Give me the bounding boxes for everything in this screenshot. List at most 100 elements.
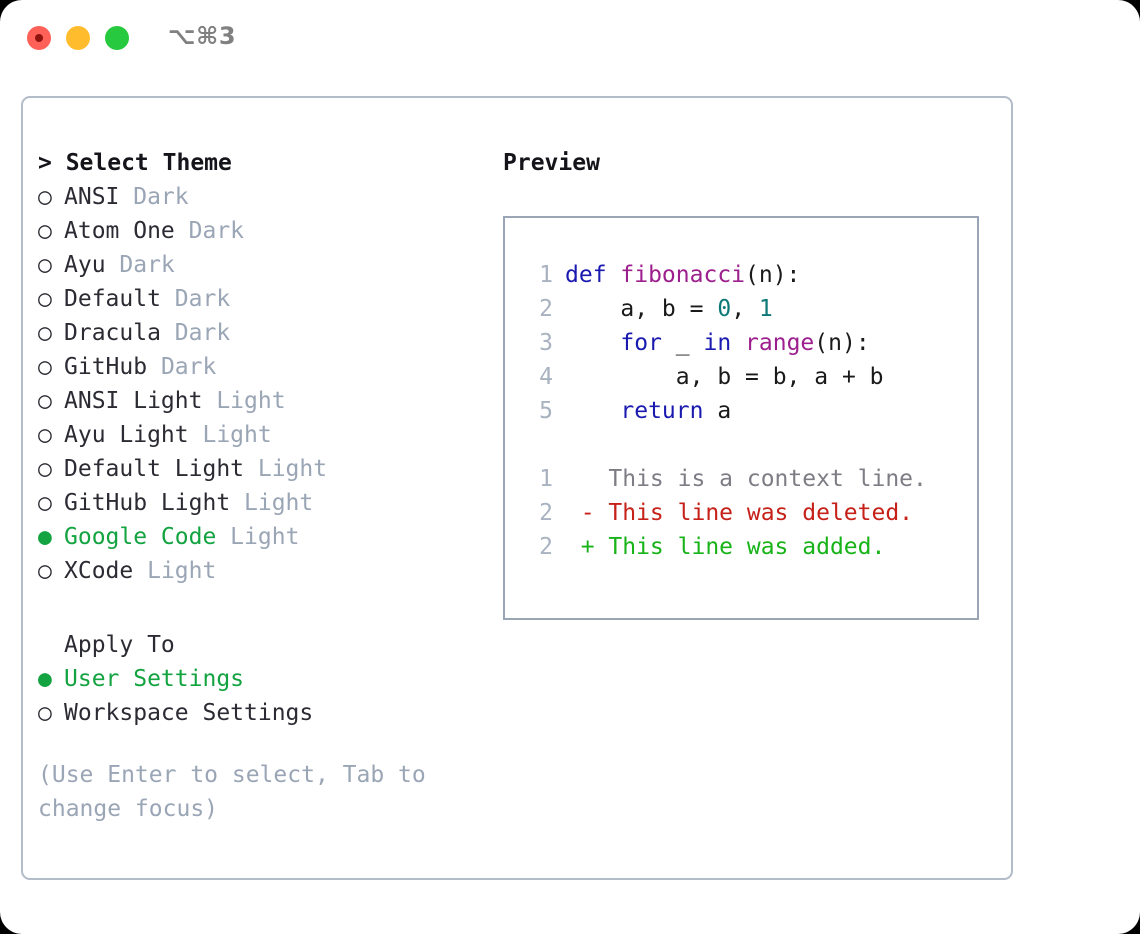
radio-unselected-icon: ○	[38, 456, 52, 482]
heading-indent	[38, 628, 64, 662]
code-token: a, b = b, a + b	[565, 364, 884, 390]
code-token: in	[703, 330, 732, 356]
apply-to-list: ●User Settings ○ Workspace Settings	[38, 662, 478, 730]
radio-unselected-icon: ○	[38, 422, 52, 448]
theme-option[interactable]: ○ANSI Dark	[38, 180, 478, 214]
code-token: 1	[758, 296, 773, 322]
gutter-space	[553, 292, 565, 326]
theme-option-tag: Dark	[105, 252, 175, 278]
diff-line: 1 This is a context line.	[523, 462, 927, 496]
radio-unselected-icon: ○	[38, 490, 52, 516]
diff-sample: 1 This is a context line.2 - This line w…	[523, 462, 927, 564]
theme-option-label: GitHub Light	[64, 490, 231, 516]
code-token: def	[565, 262, 621, 288]
theme-option[interactable]: ○ Dracula Dark	[38, 316, 478, 350]
radio-unselected-icon: ○	[38, 184, 52, 210]
theme-option[interactable]: ○ ANSI Light Light	[38, 384, 478, 418]
zoom-button[interactable]	[105, 26, 129, 50]
radio-unselected-icon: ○	[38, 700, 52, 726]
radio-unselected-icon: ○	[38, 320, 52, 346]
gutter-space	[553, 326, 565, 360]
preview-title: Preview	[503, 150, 600, 176]
minimize-button[interactable]	[66, 26, 90, 50]
diff-line: 2 - This line was deleted.	[523, 496, 927, 530]
theme-option-tag: Dark	[147, 354, 217, 380]
code-token	[565, 330, 620, 356]
radio-unselected-icon: ○	[38, 388, 52, 414]
apply-to-option-label: Workspace Settings	[64, 700, 314, 726]
keyboard-hint: (Use Enter to select, Tab to change focu…	[38, 762, 426, 822]
preview-column: Preview 1 def fibonacci(n):2 a, b = 0, 1…	[503, 146, 993, 620]
diff-line: 2 + This line was added.	[523, 530, 927, 564]
code-line: 3 for _ in range(n):	[523, 326, 884, 360]
diff-line-number: 1	[539, 466, 553, 492]
code-token: fibonacci	[620, 262, 746, 288]
theme-option-label: Dracula	[64, 320, 161, 346]
radio-selected-icon: ●	[38, 524, 52, 550]
theme-option-label: ANSI Light	[64, 388, 203, 414]
code-token: ,	[731, 296, 759, 322]
gutter-space	[553, 258, 565, 292]
code-token: 0	[717, 296, 732, 322]
theme-picker-panel: > Select Theme ○ANSI Dark○Atom One Dark○…	[21, 96, 1013, 880]
line-number: 4	[539, 364, 553, 390]
gutter-space	[553, 394, 565, 428]
line-number: 1	[539, 262, 553, 288]
theme-option-tag: Light	[202, 388, 286, 414]
diff-line-text: This is a context line.	[553, 466, 927, 492]
code-token	[731, 330, 745, 356]
theme-option-tag: Dark	[160, 286, 231, 312]
code-token: for	[620, 330, 662, 356]
theme-option-label: GitHub	[64, 354, 148, 380]
radio-unselected-icon: ○	[38, 354, 52, 380]
theme-option[interactable]: ○Atom One Dark	[38, 214, 478, 248]
theme-option[interactable]: ○Ayu Dark	[38, 248, 478, 282]
line-number: 5	[539, 398, 553, 424]
window-controls	[27, 26, 129, 50]
code-token: _	[661, 330, 704, 356]
theme-option[interactable]: ○ Default Light Light	[38, 452, 478, 486]
code-token: range	[745, 330, 815, 356]
gutter-space	[553, 360, 565, 394]
theme-option-tag: Dark	[174, 218, 245, 244]
apply-to-option[interactable]: ○ Workspace Settings	[38, 696, 478, 730]
theme-option-tag: Light	[230, 490, 314, 516]
code-line: 5 return a	[523, 394, 884, 428]
theme-option[interactable]: ○ GitHub Light Light	[38, 486, 478, 520]
theme-list: ○ANSI Dark○Atom One Dark○Ayu Dark○Defaul…	[38, 180, 478, 588]
theme-option-label: ANSI	[64, 184, 120, 210]
theme-option-tag: Light	[188, 422, 272, 448]
theme-option-tag: Light	[244, 456, 328, 482]
theme-option-tag: Light	[133, 558, 217, 584]
code-token: (n):	[814, 330, 870, 356]
diff-line-number: 2	[539, 500, 553, 526]
apply-to-heading: Apply To	[38, 628, 478, 662]
code-line: 2 a, b = 0, 1	[523, 292, 884, 326]
code-token: a	[703, 398, 732, 424]
theme-list-column: > Select Theme ○ANSI Dark○Atom One Dark○…	[38, 146, 478, 826]
theme-option[interactable]: ○ GitHub Dark	[38, 350, 478, 384]
theme-option-tag: Dark	[160, 320, 231, 346]
code-token: a, b =	[565, 296, 718, 322]
select-theme-heading: > Select Theme	[38, 150, 232, 176]
code-token: (n):	[745, 262, 801, 288]
theme-option[interactable]: ○Default Dark	[38, 282, 478, 316]
theme-option-label: Default Light	[64, 456, 245, 482]
apply-to-option-label: User Settings	[64, 666, 245, 692]
radio-unselected-icon: ○	[38, 558, 52, 584]
theme-option-label: XCode	[64, 558, 134, 584]
close-button[interactable]	[27, 26, 51, 50]
code-line: 1 def fibonacci(n):	[523, 258, 884, 292]
apply-to-option[interactable]: ●User Settings	[38, 662, 478, 696]
theme-option[interactable]: ○Ayu Light Light	[38, 418, 478, 452]
line-number: 2	[539, 296, 553, 322]
section-spacer	[38, 588, 478, 628]
keyboard-shortcut-label: ⌥⌘3	[168, 22, 237, 50]
theme-option-label: Google Code	[64, 524, 217, 550]
theme-option-label: Atom One	[64, 218, 175, 244]
theme-option[interactable]: ●Google Code Light	[38, 520, 478, 554]
theme-option[interactable]: ○ XCode Light	[38, 554, 478, 588]
